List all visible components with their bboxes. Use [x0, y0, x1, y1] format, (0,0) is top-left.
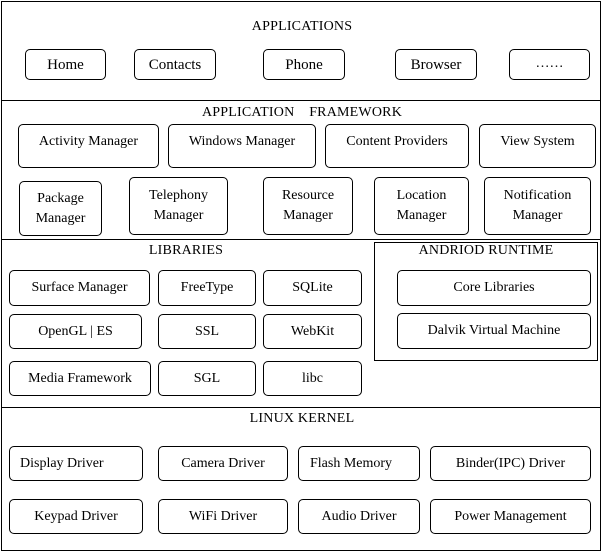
app-more: ……: [509, 49, 590, 80]
core-libraries: Core Libraries: [397, 270, 591, 306]
power-management: Power Management: [430, 499, 591, 534]
notification-manager: Notification Manager: [484, 177, 591, 235]
surface-manager: Surface Manager: [9, 270, 150, 306]
framework-title: APPLICATION FRAMEWORK: [201, 105, 403, 120]
divider-applications: [1, 100, 601, 101]
libc: libc: [263, 361, 362, 396]
flash-memory: Flash Memory: [298, 446, 420, 481]
opengl-es: OpenGL | ES: [9, 314, 142, 349]
runtime-title: ANDRIOD RUNTIME: [418, 243, 554, 258]
audio-driver: Audio Driver: [298, 499, 420, 534]
view-system: View System: [479, 124, 596, 168]
binder-ipc-driver: Binder(IPC) Driver: [430, 446, 591, 481]
runtime-frame: [374, 242, 598, 361]
libraries-title: LIBRARIES: [148, 243, 224, 258]
activity-manager: Activity Manager: [18, 124, 159, 168]
sgl: SGL: [158, 361, 256, 396]
applications-title: APPLICATIONS: [251, 19, 353, 34]
display-driver: Display Driver: [9, 446, 143, 481]
wifi-driver: WiFi Driver: [158, 499, 288, 534]
media-framework: Media Framework: [9, 361, 151, 396]
package-manager: Package Manager: [19, 181, 102, 236]
camera-driver: Camera Driver: [158, 446, 288, 481]
telephony-manager: Telephony Manager: [129, 177, 228, 235]
kernel-title: LINUX KERNEL: [249, 411, 355, 426]
webkit: WebKit: [263, 314, 362, 349]
app-contacts: Contacts: [134, 49, 216, 80]
sqlite: SQLite: [263, 270, 362, 306]
dalvik-virtual-machine: Dalvik Virtual Machine: [397, 313, 591, 349]
keypad-driver: Keypad Driver: [9, 499, 143, 534]
app-phone: Phone: [263, 49, 345, 80]
content-providers: Content Providers: [325, 124, 469, 168]
app-home: Home: [25, 49, 106, 80]
app-browser: Browser: [395, 49, 477, 80]
divider-framework: [1, 239, 601, 240]
divider-libraries: [1, 407, 601, 408]
freetype: FreeType: [158, 270, 256, 306]
ssl: SSL: [158, 314, 256, 349]
location-manager: Location Manager: [374, 177, 469, 235]
windows-manager: Windows Manager: [168, 124, 316, 168]
resource-manager: Resource Manager: [263, 177, 353, 235]
